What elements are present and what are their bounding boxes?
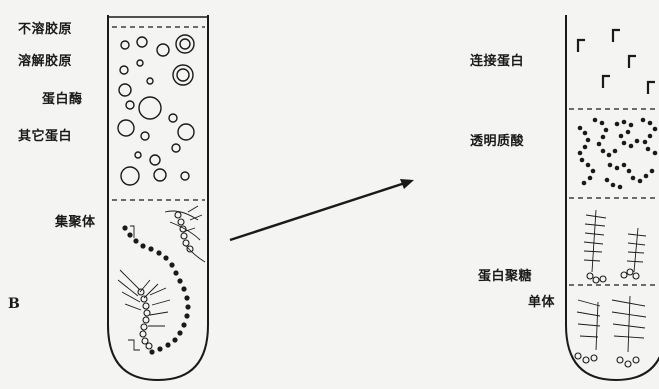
aggregate-chain [122, 225, 190, 354]
label-link-protein: 连接蛋白 [470, 50, 524, 69]
label-protease: 蛋白酶 [42, 88, 83, 107]
hyaluronic-acid-chains [578, 118, 658, 190]
soluble-particles [118, 35, 194, 185]
aggregate-fibers [118, 206, 205, 350]
transition-arrow [230, 179, 414, 240]
label-aggregate: 集聚体 [55, 211, 96, 230]
aggregate-open-beads [138, 212, 193, 349]
label-hyaluronic-acid: 透明质酸 [470, 130, 524, 149]
left-test-tube [108, 15, 208, 380]
label-soluble-collagen: 溶解胶原 [18, 50, 72, 69]
panel-label: B [8, 296, 20, 312]
label-proteoglycan-monomer-line1: 蛋白聚糖 [478, 265, 532, 284]
link-protein-symbols [578, 30, 655, 94]
proteoglycan-monomers [577, 210, 646, 352]
label-insoluble-collagen: 不溶胶原 [18, 18, 72, 37]
label-proteoglycan-monomer-line2: 单体 [528, 291, 555, 310]
label-other-proteins: 其它蛋白 [18, 125, 72, 144]
